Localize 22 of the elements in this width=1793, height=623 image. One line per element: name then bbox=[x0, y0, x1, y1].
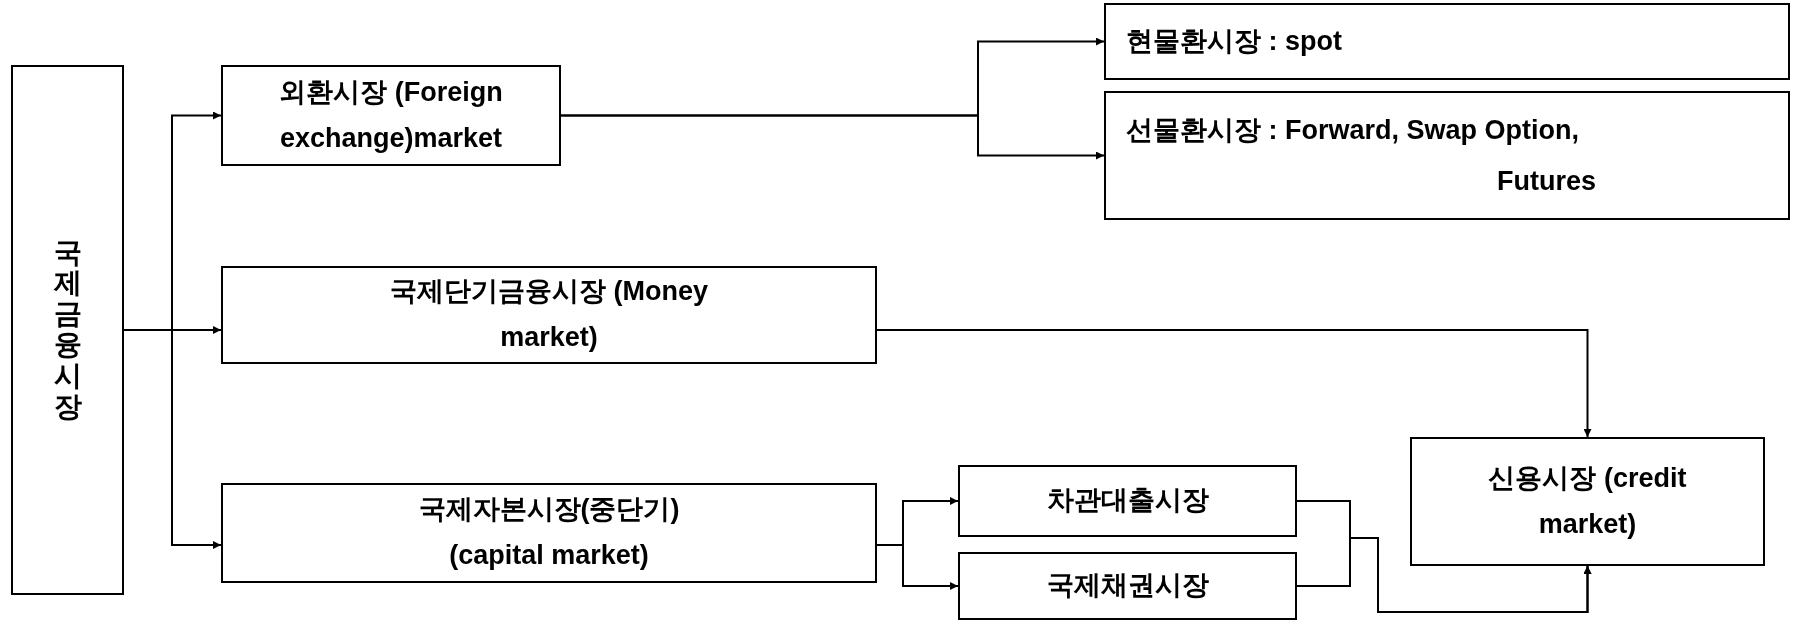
arrow bbox=[1296, 537, 1592, 613]
market-box bbox=[1104, 91, 1790, 220]
box-label: 현물환시장 : spot bbox=[1126, 25, 1342, 59]
market-box bbox=[958, 465, 1297, 537]
market-box bbox=[958, 552, 1297, 620]
box-label: 국제자본시장(중단기) (capital market) bbox=[417, 493, 681, 572]
market-box bbox=[1104, 3, 1790, 80]
box-label: 신용시장 (credit market) bbox=[1487, 461, 1688, 541]
market-box bbox=[11, 65, 124, 595]
market-box bbox=[221, 65, 561, 166]
market-box bbox=[221, 266, 877, 364]
arrow bbox=[123, 329, 222, 549]
box-label: 선물환시장 : Forward, Swap Option, Futures bbox=[1126, 114, 1596, 199]
box-label: 외환시장 (Foreign exchange)market bbox=[278, 75, 504, 155]
box-label: 차관대출시장 bbox=[1046, 484, 1209, 518]
box-label: 국제채권시장 bbox=[1046, 569, 1209, 603]
box-label: 국제금융시장 bbox=[53, 237, 82, 423]
market-box bbox=[1410, 437, 1765, 566]
arrow bbox=[560, 114, 1105, 160]
market-box bbox=[221, 483, 877, 583]
arrow bbox=[876, 329, 1592, 438]
box-label: 국제단기금융시장 (Money market) bbox=[389, 275, 709, 354]
